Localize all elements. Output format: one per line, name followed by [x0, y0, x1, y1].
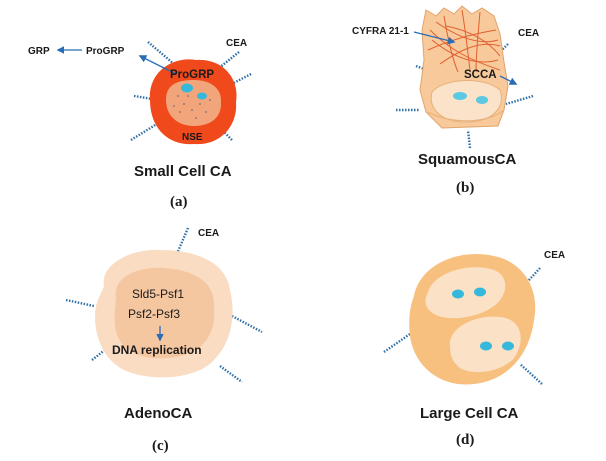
small-cell-nucleus: [166, 80, 222, 126]
adeno-nucleus: [114, 267, 215, 359]
nucleolus: [197, 92, 207, 100]
label-cea-b: CEA: [518, 28, 539, 39]
cell-layer-line: [427, 109, 505, 122]
keratin-fibers: [427, 9, 501, 73]
panel-large-cell: CEA Large Cell CA (d): [383, 250, 565, 448]
nucleolus: [452, 289, 464, 299]
label-cea-c: CEA: [198, 228, 219, 239]
caption-small-cell: Small Cell CA: [134, 163, 232, 180]
arrow-cell-to-progrp: [138, 55, 177, 75]
label-progrp-inside: ProGRP: [170, 69, 214, 81]
label-cea-d: CEA: [544, 250, 565, 261]
nucleolus: [480, 341, 492, 351]
panel-adeno: CEA Sld5-Psf1 Psf2-Psf3 DNA replication …: [65, 227, 263, 454]
panel-label-b: (b): [456, 180, 474, 196]
arrow-cyfra: [413, 31, 456, 45]
nucleolus: [181, 83, 193, 93]
label-nse: NSE: [182, 132, 203, 143]
large-cell-nucleus-1: [425, 267, 506, 319]
nucleolus: [502, 341, 514, 351]
panel-label-c: (c): [152, 438, 169, 454]
panel-squamous: CYFRA 21-1 CEA SCCA SquamousCA (b): [352, 5, 539, 196]
label-grp: GRP: [28, 46, 50, 57]
squamous-nucleus-region: [430, 79, 502, 123]
label-cyfra: CYFRA 21-1: [352, 26, 409, 37]
label-dna-replication: DNA replication: [112, 343, 202, 357]
label-progrp-secreted: ProGRP: [86, 46, 125, 57]
nucleolus: [474, 287, 486, 297]
panel-label-a: (a): [170, 194, 188, 210]
caption-large-cell: Large Cell CA: [420, 405, 519, 422]
panel-small-cell: GRP ProGRP ProGRP NSE CEA Small Cell CA …: [28, 38, 252, 210]
label-cea-a: CEA: [226, 38, 247, 49]
panel-label-d: (d): [456, 432, 474, 448]
nucleolus: [476, 96, 488, 104]
nucleolus: [453, 92, 467, 100]
label-psf2-psf3: Psf2-Psf3: [128, 307, 180, 321]
label-sld5-psf1: Sld5-Psf1: [132, 287, 184, 301]
caption-squamous: SquamousCA: [418, 151, 517, 168]
label-scca: SCCA: [464, 69, 497, 81]
caption-adeno: AdenoCA: [124, 405, 192, 422]
arrow-scca: [499, 75, 518, 85]
